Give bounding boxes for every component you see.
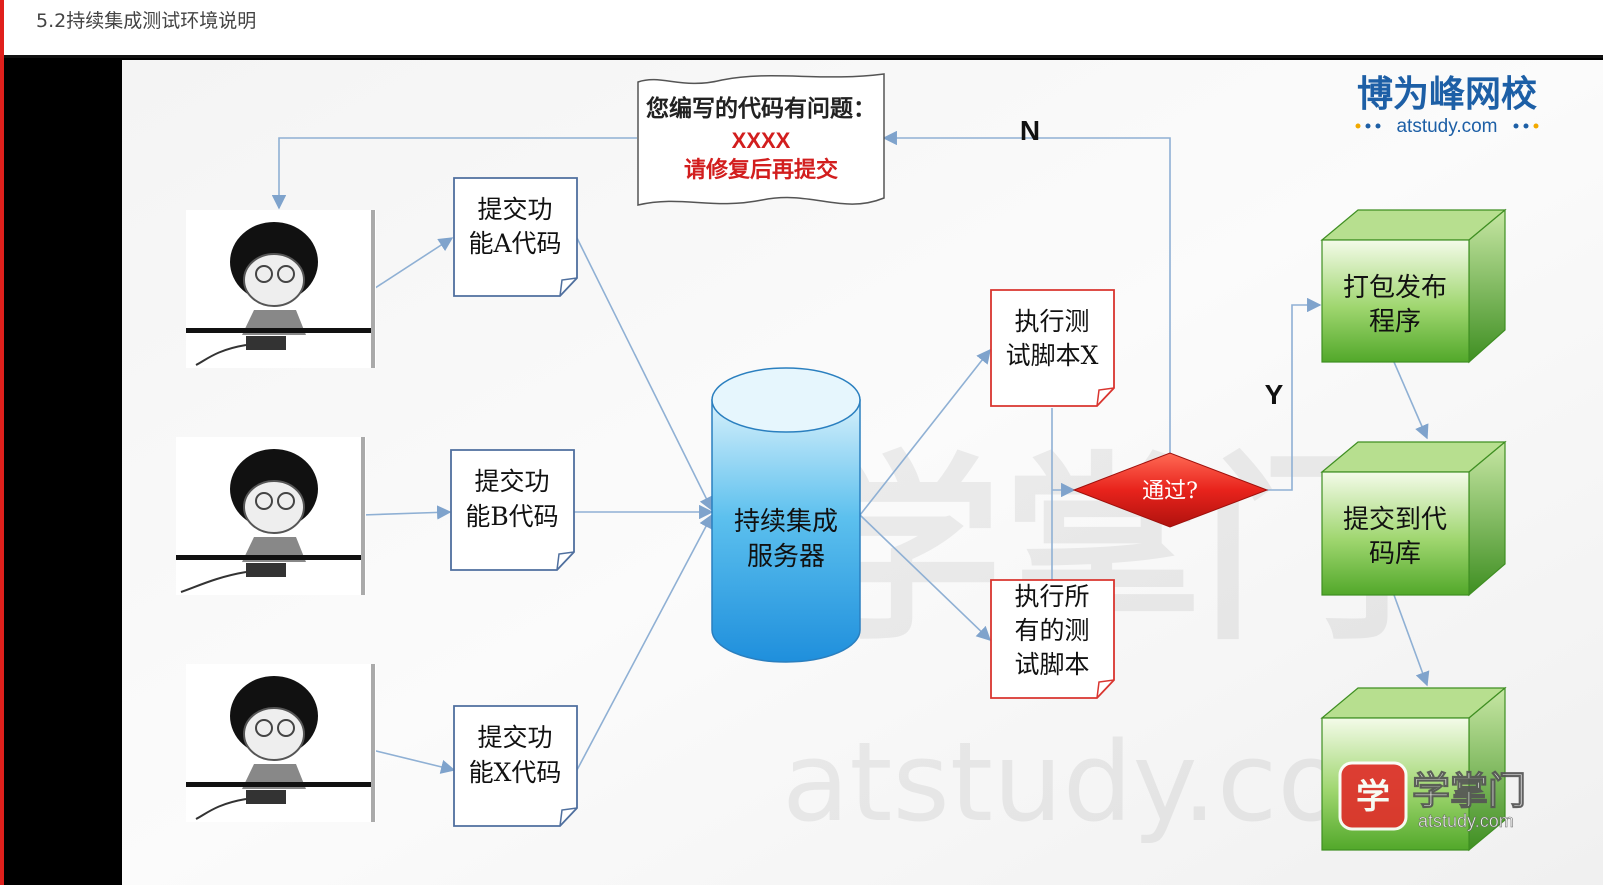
svg-text:能X代码: 能X代码: [469, 758, 562, 787]
connectors: [271, 130, 1430, 774]
svg-text:程序: 程序: [1369, 307, 1421, 337]
svg-text:学: 学: [1356, 777, 1390, 817]
developer-icon-2: [176, 437, 366, 595]
svg-text:试脚本X: 试脚本X: [1006, 341, 1099, 370]
doc-submit-b: 提交功 能B代码: [450, 449, 575, 571]
slide: 学掌门 atstudy.com: [122, 60, 1603, 885]
svg-text:执行测: 执行测: [1014, 307, 1089, 336]
svg-text:持续集成: 持续集成: [734, 507, 838, 537]
svg-text:提交到代: 提交到代: [1343, 505, 1447, 535]
cube-commit-repo: 提交到代 码库: [1320, 440, 1507, 597]
page-header: 5.2持续集成测试环境说明: [4, 0, 1603, 55]
svg-text:atstudy.com: atstudy.com: [1396, 116, 1497, 137]
watermark-brand: 学 学掌门 atstudy.com: [1338, 761, 1527, 831]
error-message-note: 您编写的代码有问题： XXXX 请修复后再提交: [637, 73, 885, 206]
svg-text:服务器: 服务器: [747, 542, 825, 572]
svg-text:试脚本: 试脚本: [1014, 650, 1089, 679]
header-divider: [4, 55, 1603, 58]
svg-text:提交功: 提交功: [477, 195, 552, 224]
developer-icon-1: [186, 210, 376, 368]
ci-server-cylinder: 持续集成 服务器: [711, 367, 861, 663]
svg-text:能B代码: 能B代码: [465, 502, 558, 531]
no-branch-label: N: [1020, 115, 1040, 146]
svg-text:提交功: 提交功: [477, 723, 552, 752]
doc-submit-x: 提交功 能X代码: [453, 705, 578, 827]
brand-logo: 博为峰网校 atstudy.com: [1355, 74, 1539, 137]
test-script-all: 执行所 有的测 试脚本: [990, 579, 1115, 699]
doc-submit-a: 提交功 能A代码: [453, 177, 578, 297]
test-script-x: 执行测 试脚本X: [990, 289, 1115, 407]
svg-text:XXXX: XXXX: [732, 128, 791, 153]
svg-text:提交功: 提交功: [474, 467, 549, 496]
svg-text:学掌门: 学掌门: [1412, 769, 1526, 813]
red-edge-bar: [0, 0, 4, 885]
svg-text:博为峰网校: 博为峰网校: [1357, 74, 1537, 115]
yes-branch-label: Y: [1265, 379, 1284, 410]
svg-text:码库: 码库: [1369, 539, 1421, 569]
page-title: 5.2持续集成测试环境说明: [36, 10, 257, 32]
svg-text:有的测: 有的测: [1014, 616, 1089, 645]
svg-text:打包发布: 打包发布: [1343, 273, 1447, 303]
developer-icon-3: [186, 664, 376, 822]
svg-text:执行所: 执行所: [1014, 582, 1089, 611]
flow-diagram: 学掌门 atstudy.com: [122, 60, 1603, 885]
svg-text:atstudy.com: atstudy.com: [1418, 811, 1514, 831]
decision-diamond: 通过?: [1072, 452, 1269, 528]
svg-text:您编写的代码有问题：: 您编写的代码有问题：: [646, 95, 876, 122]
svg-text:通过?: 通过?: [1142, 479, 1198, 504]
svg-text:能A代码: 能A代码: [468, 229, 561, 258]
svg-text:请修复后再提交: 请修复后再提交: [684, 157, 838, 183]
cube-package-release: 打包发布 程序: [1320, 208, 1507, 364]
